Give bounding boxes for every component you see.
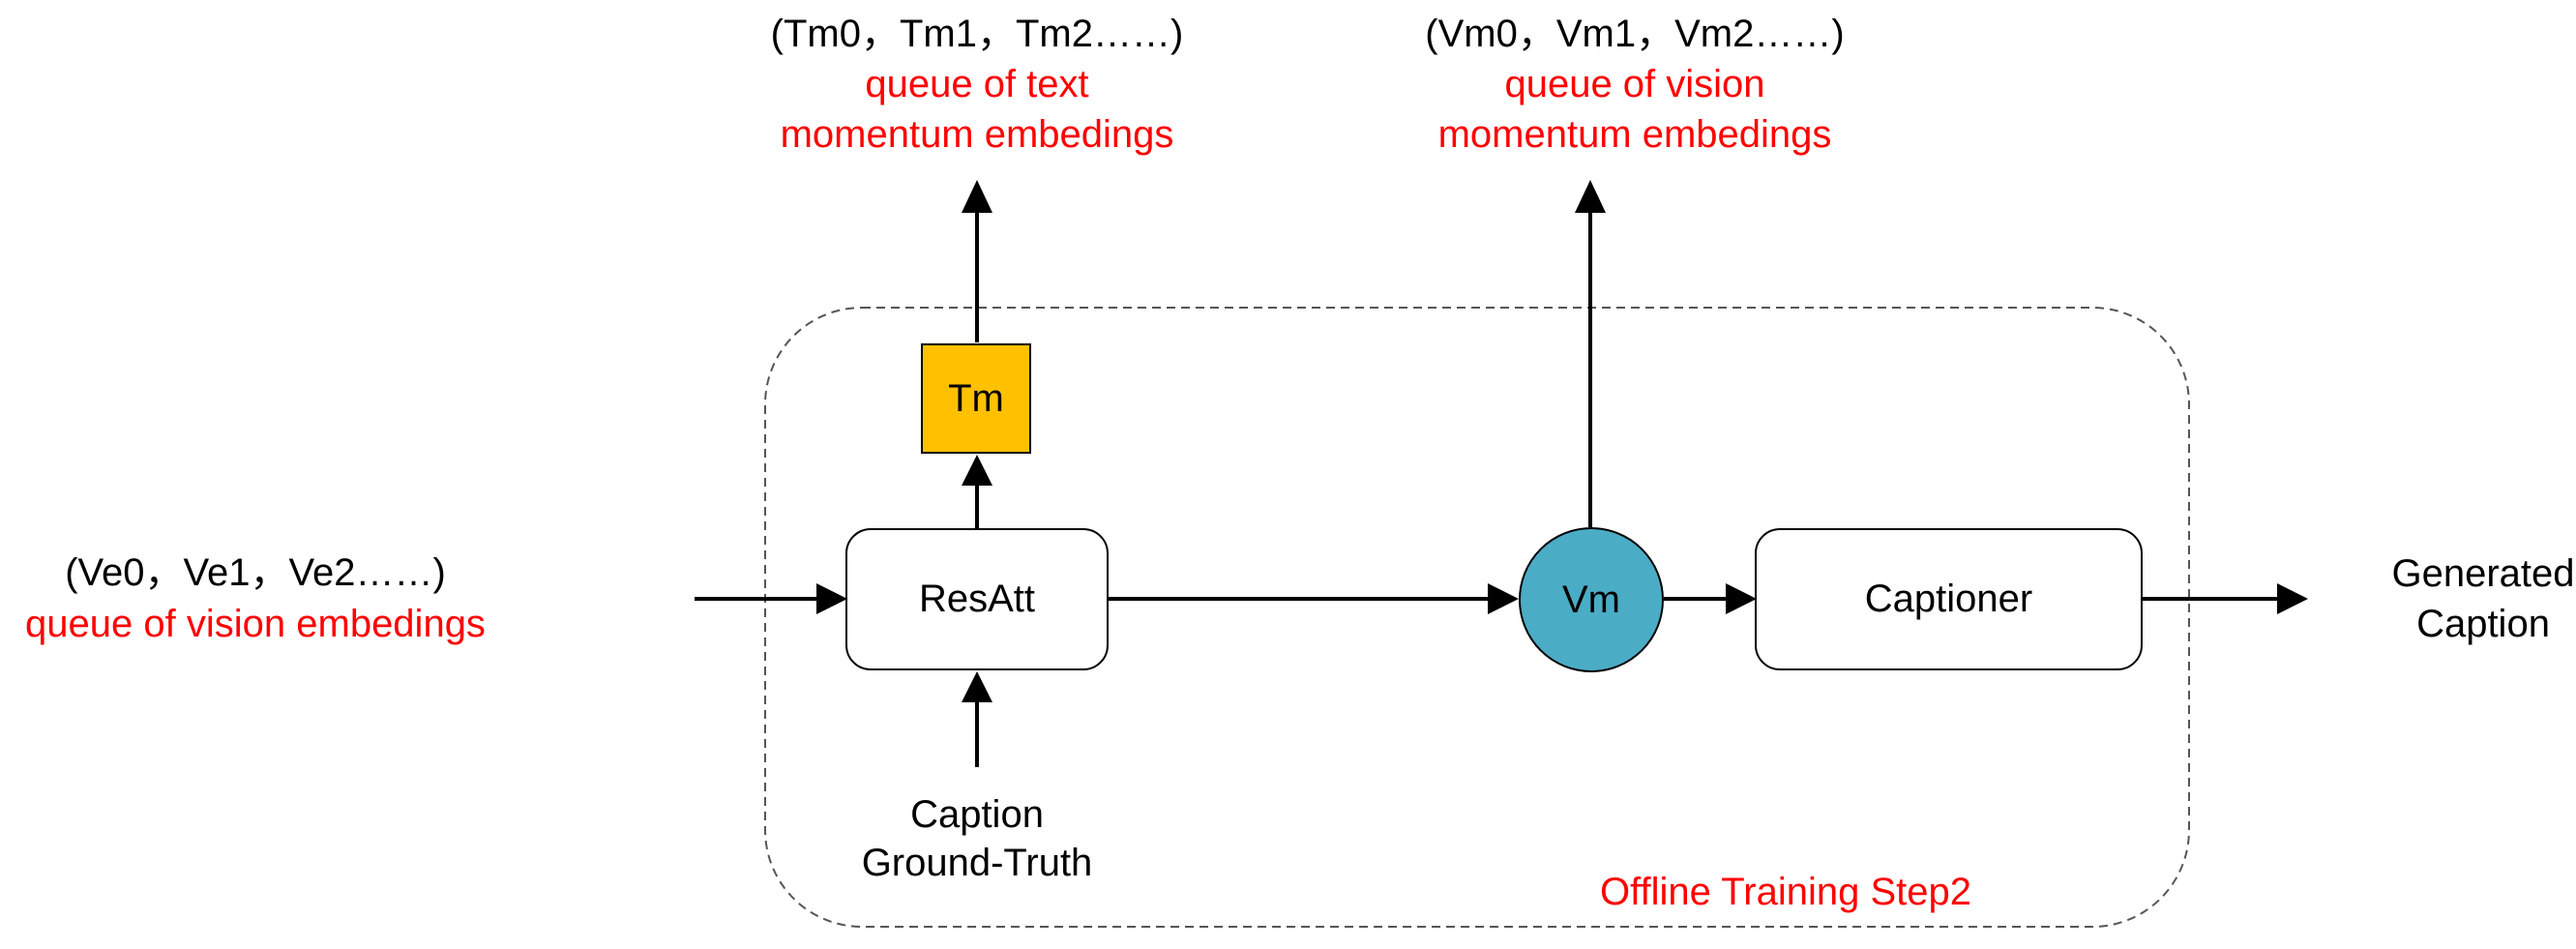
training-step-label: Offline Training Step2 (1600, 871, 1971, 913)
captioner-node: Captioner (1755, 528, 2143, 670)
tm-node-label: Tm (948, 376, 1004, 420)
arrowhead-vm-to-captioner (1726, 583, 1757, 614)
vision-momentum-queue-label-line1: queue of vision (1504, 63, 1765, 105)
arrowhead-captioner-to-output (2277, 583, 2308, 614)
text-queue-label-line1: queue of text (865, 63, 1089, 105)
caption-input-line1: Caption (910, 793, 1044, 836)
tm-node: Tm (921, 343, 1031, 454)
output-line2: Caption (2416, 603, 2550, 645)
arrowhead-tm-to-text-queue (962, 180, 992, 213)
arrowhead-resatt-to-vm (1488, 583, 1519, 614)
vision-queue-items: (Ve0，Ve1，Ve2……) (65, 551, 446, 594)
resatt-node: ResAtt (845, 528, 1109, 670)
arrowhead-vm-to-vision-queue (1575, 180, 1606, 213)
vision-queue-label: queue of vision embedings (25, 603, 486, 645)
training-step-container (764, 307, 2190, 928)
vm-node: Vm (1519, 527, 1664, 672)
output-line1: Generated (2391, 552, 2575, 595)
captioner-node-label: Captioner (1864, 578, 2033, 620)
caption-input-line2: Ground-Truth (861, 842, 1093, 884)
text-queue-items: (Tm0，Tm1，Tm2……) (770, 13, 1184, 55)
arrowhead-input-to-resatt (816, 583, 847, 614)
vision-momentum-queue-label-line2: momentum embedings (1437, 113, 1832, 156)
vision-momentum-queue-items: (Vm0，Vm1，Vm2……) (1425, 13, 1845, 55)
arrowhead-caption-to-resatt (962, 671, 992, 702)
arrowhead-resatt-to-tm (962, 455, 992, 486)
resatt-node-label: ResAtt (918, 578, 1036, 620)
vm-node-label: Vm (1562, 578, 1620, 621)
text-queue-label-line2: momentum embedings (780, 113, 1174, 156)
